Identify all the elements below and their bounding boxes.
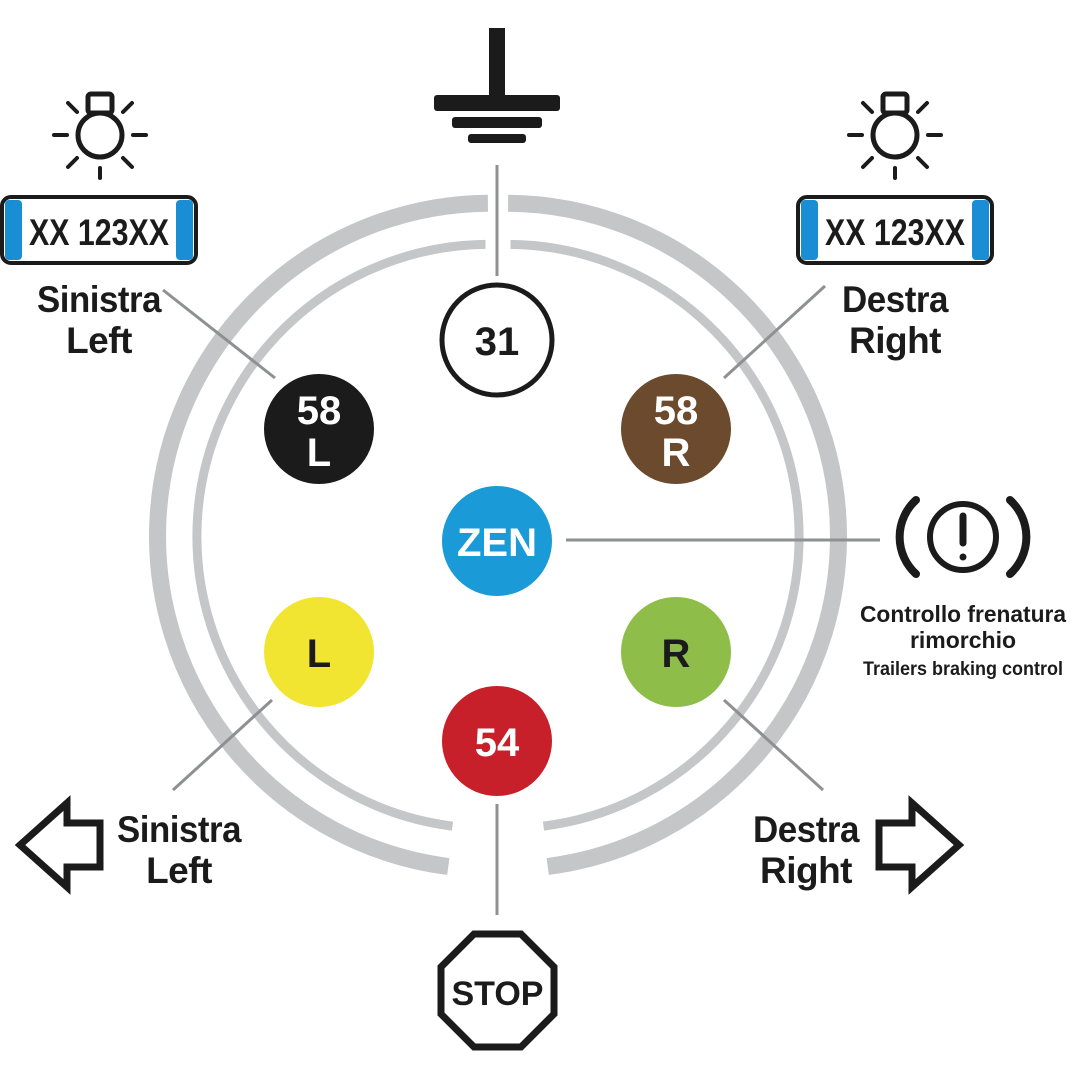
pin-31-label: 31: [475, 320, 520, 364]
turn-left-label-it: Sinistra: [117, 809, 242, 850]
plate-left-stripe-right: [176, 200, 193, 260]
plate-right-stripe-left: [801, 200, 818, 260]
brake-label-it-1: Controllo frenatura: [860, 601, 1066, 627]
pos-right-label-it: Destra: [842, 279, 949, 320]
pin-zen-circle: [442, 486, 552, 596]
pin-r-circle: [621, 597, 731, 707]
pin-54-circle: [442, 686, 552, 796]
plate-right-text: XX 123XX: [825, 212, 965, 253]
leader-turn-right: [722, 698, 825, 792]
pin-l: L: [264, 597, 374, 707]
inner-ring-left: [192, 239, 486, 831]
pin-58r-circle: [621, 374, 731, 484]
pos-right-label-en: Right: [849, 320, 941, 361]
leader-turn-left: [171, 698, 274, 792]
pin-31: 31: [439, 282, 555, 398]
plate-right-stripe-right: [972, 200, 989, 260]
inner-ring-right: [510, 239, 804, 831]
pin-l-label: L: [307, 632, 331, 676]
stop-sign-icon: STOP: [437, 930, 558, 1051]
pin-r: R: [621, 597, 731, 707]
pin-54-label: 54: [475, 721, 520, 765]
arrow-right-icon: [875, 795, 965, 895]
ground-icon: [434, 28, 560, 143]
license-plate-right: XX 123XX: [796, 195, 994, 265]
turn-right-label-en: Right: [760, 850, 852, 891]
turn-right-label-it: Destra: [753, 809, 860, 850]
leader-pos-right: [722, 284, 827, 380]
pin-r-label: R: [662, 632, 691, 676]
pin-58l-circle: [264, 374, 374, 484]
socket-rings: [149, 194, 847, 875]
plate-left-stripe-left: [5, 200, 22, 260]
brake-warning-icon: [895, 496, 1031, 578]
pin-zen-label: ZEN: [457, 521, 537, 565]
outer-ring-right: [508, 194, 847, 875]
outer-ring-left: [149, 194, 488, 875]
pin-54: 54: [442, 686, 552, 796]
arrow-left-icon: [14, 795, 104, 895]
license-plate-left: XX 123XX: [0, 195, 198, 265]
plate-right-frame: [796, 195, 994, 265]
turn-left-label-en: Left: [146, 850, 212, 891]
leader-lines: [162, 165, 880, 915]
pin-58r-label-bottom: R: [662, 431, 691, 475]
light-bulb-icon: [52, 91, 148, 180]
pos-left-label-it: Sinistra: [37, 279, 162, 320]
pin-58l-label-bottom: L: [307, 431, 331, 475]
brake-label-it-2: rimorchio: [910, 627, 1016, 653]
pos-left-label-en: Left: [66, 320, 132, 361]
plate-left-frame: [0, 195, 198, 265]
pin-l-circle: [264, 597, 374, 707]
pin-58l: 58 L: [264, 374, 374, 484]
pin-31-circle: [439, 282, 555, 398]
pin-58r: 58 R: [621, 374, 731, 484]
stop-sign-text: STOP: [452, 975, 544, 1013]
light-bulb-icon: [847, 91, 943, 180]
pin-zen: ZEN: [442, 486, 552, 596]
pin-58r-label-top: 58: [654, 389, 699, 433]
plate-left-text: XX 123XX: [29, 212, 169, 253]
pin-58l-label-top: 58: [297, 389, 342, 433]
brake-label-en: Trailers braking control: [863, 659, 1063, 680]
leader-pos-left: [162, 288, 276, 380]
